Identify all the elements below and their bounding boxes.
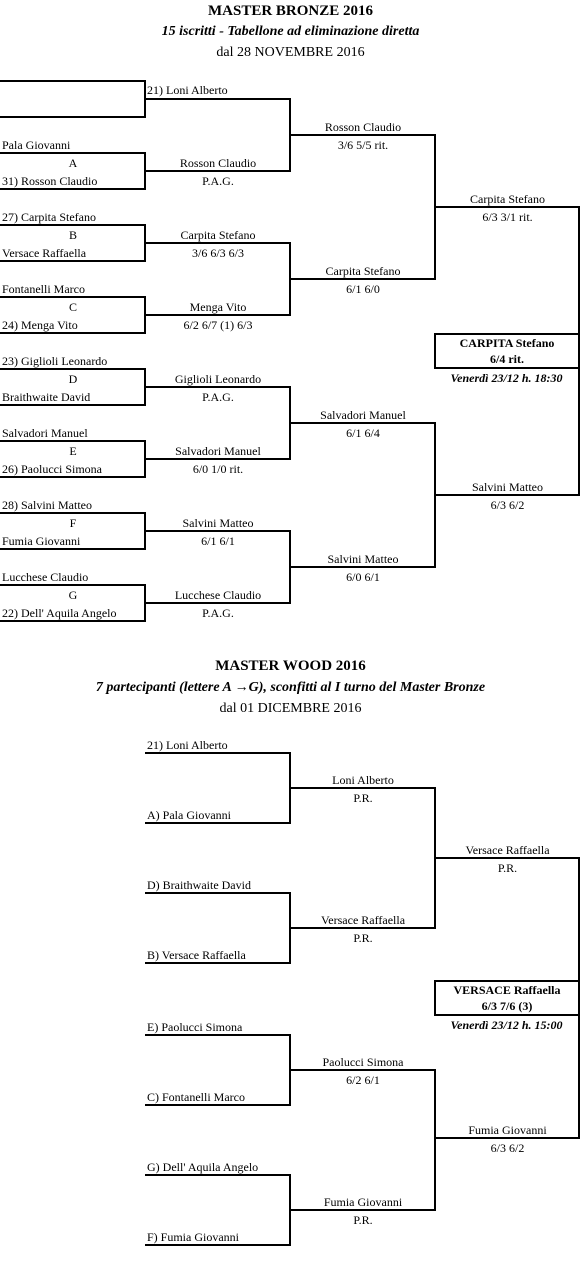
bronze-r1-c-letter: C <box>68 300 77 314</box>
bronze-r1-d-top: 23) Giglioli Leonardo <box>2 354 108 368</box>
bronze-final-winner: CARPITA Stefano <box>459 336 555 350</box>
bronze-r4-m2-score: 6/3 6/2 <box>490 498 525 512</box>
bronze-r3-m3-score: 6/1 6/4 <box>346 426 380 440</box>
wood-r1-p2: A) Pala Giovanni <box>147 808 231 822</box>
bronze-r3-m4-name: Salvini Matteo <box>327 552 399 566</box>
bronze-r1-a-top: Pala Giovanni <box>2 138 71 152</box>
wood-r1-p3: D) Braithwaite David <box>147 878 251 892</box>
wood-r2-m2-score: P.R. <box>353 931 373 945</box>
bronze-r1-a-bot: 31) Rosson Claudio <box>2 174 98 188</box>
bronze-r3-m4-score: 6/0 6/1 <box>346 570 380 584</box>
bronze-r2-m5-score: 6/0 1/0 rit. <box>192 462 244 476</box>
wood-r1-p6: C) Fontanelli Marco <box>147 1090 245 1104</box>
wood-r2-m1-name: Loni Alberto <box>332 773 394 787</box>
bronze-r1-b-letter: B <box>68 228 77 242</box>
bronze-subtitle: 15 iscritti - Tabellone ad eliminazione … <box>161 24 420 39</box>
bronze-r1-e-bot: 26) Paolucci Simona <box>2 462 102 476</box>
bronze-r2-m1-score: P.A.G. <box>202 174 234 188</box>
wood-date: dal 01 DICEMBRE 2016 <box>219 701 362 716</box>
bronze-r3-m2-score: 6/1 6/0 <box>346 282 380 296</box>
bronze-r2-m3-score: 6/2 6/7 (1) 6/3 <box>183 318 253 332</box>
bronze-r1-c-bot: 24) Menga Vito <box>2 318 78 332</box>
bronze-r1-g-top: Lucchese Claudio <box>2 570 89 584</box>
bronze-r2-m3-name: Menga Vito <box>189 300 247 314</box>
wood-title: MASTER WOOD 2016 <box>215 658 366 674</box>
wood-r2-m3-score: 6/2 6/1 <box>346 1073 380 1087</box>
wood-r1-p4: B) Versace Raffaella <box>147 948 246 962</box>
bronze-r1-g-bot: 22) Dell' Aquila Angelo <box>2 606 117 620</box>
wood-r2-m2-name: Versace Raffaella <box>320 913 406 927</box>
wood-r3-m1-name: Versace Raffaella <box>465 843 550 857</box>
bronze-r3-m2-name: Carpita Stefano <box>325 264 401 278</box>
bronze-r2-m5-name: Salvadori Manuel <box>175 444 261 458</box>
bronze-r3-m1-score: 3/6 5/5 rit. <box>337 138 389 152</box>
wood-r3-m2-score: 6/3 6/2 <box>490 1141 525 1155</box>
bronze-r2-m7-name: Lucchese Claudio <box>174 588 262 602</box>
bronze-r1-g-letter: G <box>68 588 78 602</box>
bronze-date: dal 28 NOVEMBRE 2016 <box>216 45 365 60</box>
bronze-r1-d-bot: Braithwaite David <box>2 390 91 404</box>
wood-final-score: 6/3 7/6 (3) <box>481 999 533 1013</box>
bronze-r1-f-letter: F <box>69 516 77 530</box>
wood-r1-p1: 21) Loni Alberto <box>147 738 228 752</box>
bronze-r2-m2-name: Carpita Stefano <box>180 228 256 242</box>
wood-final-winner: VERSACE Raffaella <box>453 983 561 997</box>
bronze-final-score: 6/4 rit. <box>490 352 524 366</box>
wood-r2-m4-name: Fumia Giovanni <box>323 1195 403 1209</box>
wood-final-box: VERSACE Raffaella 6/3 7/6 (3) <box>434 980 580 1016</box>
wood-r2-m4-score: P.R. <box>353 1213 373 1227</box>
bronze-r1-b-bot: Versace Raffaella <box>2 246 87 260</box>
bronze-r2-m6-name: Salvini Matteo <box>182 516 254 530</box>
bronze-r2-m4-score: P.A.G. <box>202 390 234 404</box>
wood-r1-p5: E) Paolucci Simona <box>147 1020 243 1034</box>
bronze-r1-e-letter: E <box>69 444 77 458</box>
bronze-r1-f-bot: Fumia Giovanni <box>2 534 81 548</box>
bronze-r3-m3-name: Salvadori Manuel <box>320 408 406 422</box>
bronze-final-box: CARPITA Stefano 6/4 rit. <box>434 333 580 369</box>
wood-subtitle: 7 partecipanti (lettere A →G), sconfitti… <box>95 680 486 695</box>
bronze-r2-m4-name: Giglioli Leonardo <box>174 372 262 386</box>
wood-r3-m1-score: P.R. <box>497 861 518 875</box>
wood-r2-m1-score: P.R. <box>353 791 373 805</box>
bronze-r2-m1-name: Rosson Claudio <box>179 156 257 170</box>
bronze-r1-c-top: Fontanelli Marco <box>2 282 85 296</box>
bronze-r1-f-top: 28) Salvini Matteo <box>2 498 92 512</box>
bronze-r1-d-letter: D <box>68 372 78 386</box>
bronze-r4-m1-score: 6/3 3/1 rit. <box>482 210 533 224</box>
bronze-r1-b-top: 27) Carpita Stefano <box>2 210 96 224</box>
bronze-title: MASTER BRONZE 2016 <box>207 3 374 19</box>
wood-final-date: Venerdì 23/12 h. 15:00 <box>450 1018 563 1032</box>
bronze-r1-e-top: Salvadori Manuel <box>2 426 88 440</box>
bronze-r1-a-letter: A <box>68 156 78 170</box>
bronze-r1-bye: 21) Loni Alberto <box>147 83 228 97</box>
wood-r2-m3-name: Paolucci Simona <box>322 1055 404 1069</box>
bronze-r4-m2-name: Salvini Matteo <box>472 480 543 494</box>
wood-r1-p7: G) Dell' Aquila Angelo <box>147 1160 259 1174</box>
bronze-r2-m7-score: P.A.G. <box>202 606 234 620</box>
bronze-r2-m2-score: 3/6 6/3 6/3 <box>191 246 244 260</box>
bronze-r4-m1-name: Carpita Stefano <box>470 192 545 206</box>
bronze-final-date: Venerdì 23/12 h. 18:30 <box>450 371 563 385</box>
bronze-r3-m1-name: Rosson Claudio <box>324 120 402 134</box>
wood-r1-p8: F) Fumia Giovanni <box>147 1230 239 1244</box>
bronze-r2-m6-score: 6/1 6/1 <box>201 534 235 548</box>
wood-r3-m2-name: Fumia Giovanni <box>468 1123 547 1137</box>
